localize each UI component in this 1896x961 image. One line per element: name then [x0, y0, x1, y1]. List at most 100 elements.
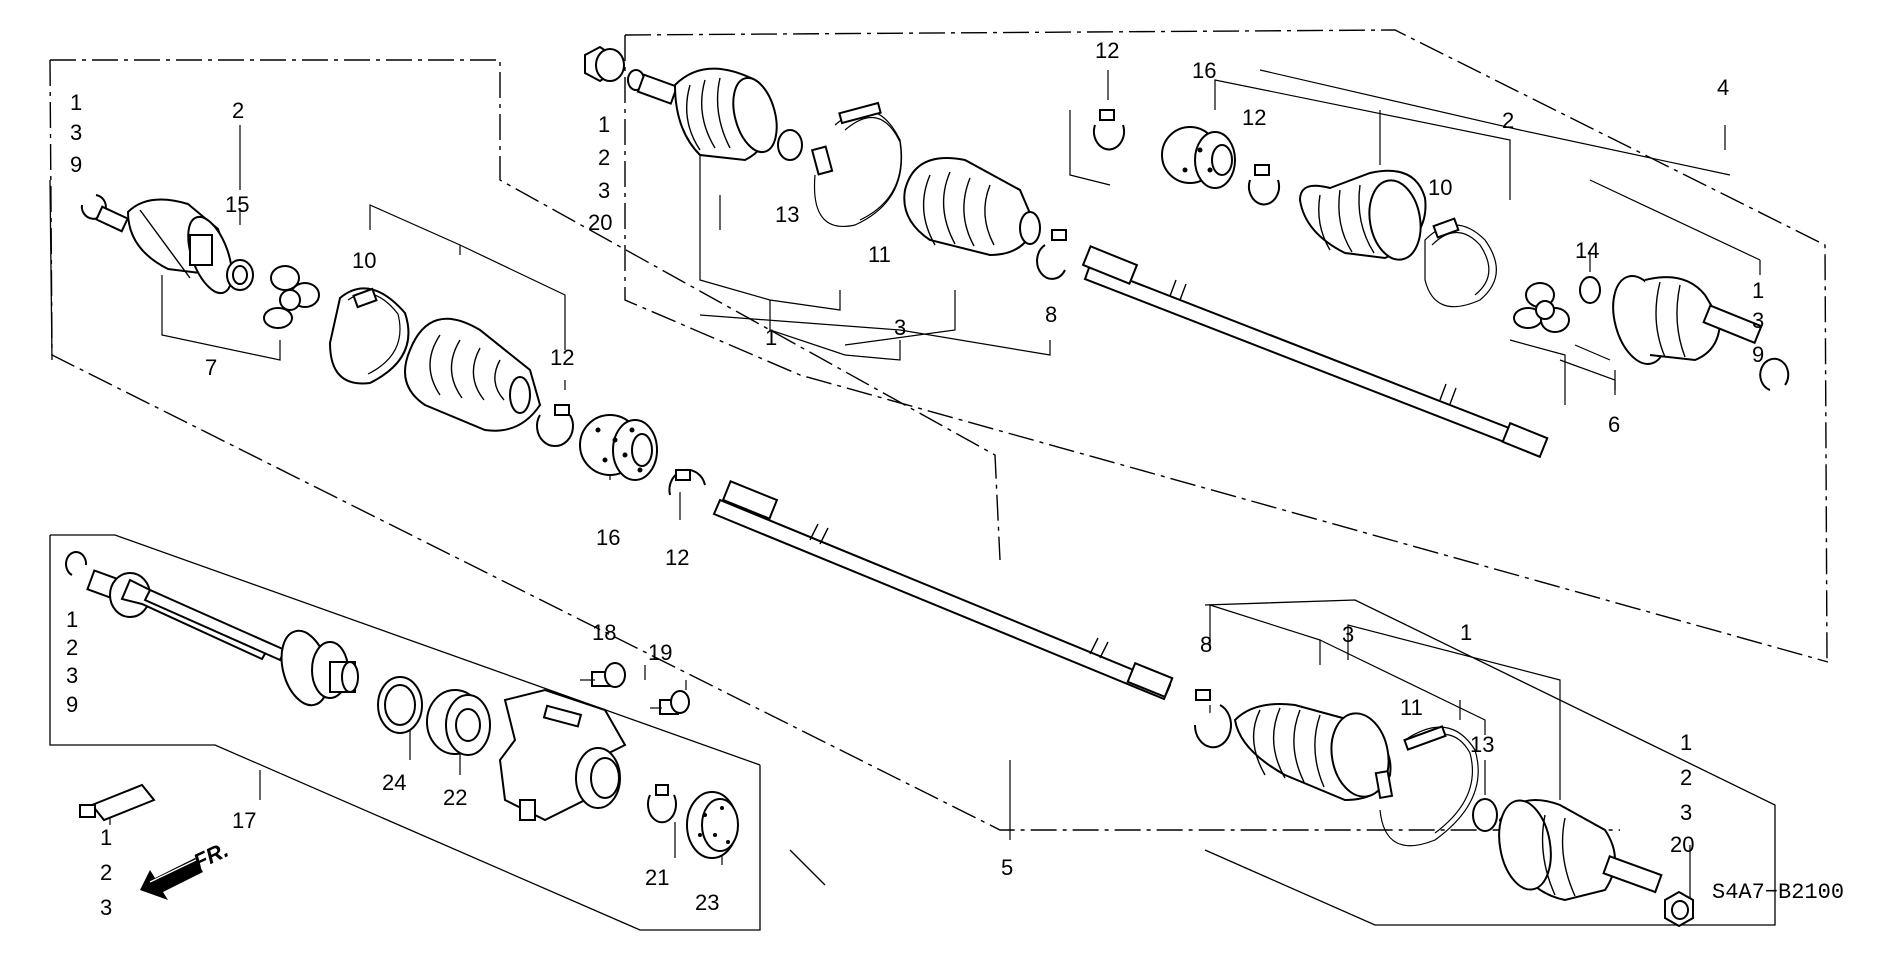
knuckle-icon [498, 688, 627, 822]
callout-label: 1 [598, 112, 610, 137]
callout-label: 16 [596, 525, 620, 550]
clamp-12-icon [536, 404, 574, 448]
callout-label: 8 [1200, 632, 1212, 657]
callout-label: 16 [1192, 58, 1216, 83]
clamp-12-upper-b-icon [1248, 164, 1280, 206]
circlip-9-right-icon [1759, 357, 1790, 391]
snap-ring-13-icon [777, 129, 803, 161]
damper-16-upper-icon [1161, 126, 1236, 189]
spindle-nut-icon [584, 45, 625, 83]
callout-label: 6 [1608, 412, 1620, 437]
clamp-21-icon [647, 784, 677, 824]
callout-label: 12 [1242, 105, 1266, 130]
callout-label: 2 [66, 635, 78, 660]
callout-label: 3 [70, 120, 82, 145]
callout-label: 3 [1342, 622, 1354, 647]
spindle-nut-lower-icon [1664, 890, 1694, 928]
upper-middle-assembly [584, 45, 1067, 280]
callout-label: 12 [550, 345, 574, 370]
boot-band-10-icon [328, 287, 410, 385]
damper-16-icon [579, 414, 658, 481]
callout-label: 4 [1717, 75, 1729, 100]
callout-label: 2 [598, 145, 610, 170]
callout-label: 11 [1400, 695, 1423, 720]
bolt-19-icon [650, 690, 690, 715]
snap-ring-14-icon [1579, 276, 1601, 304]
outer-cv-joint-lower-icon [1498, 799, 1663, 902]
callout-label: 1 [66, 607, 78, 632]
callout-label: 19 [648, 640, 672, 665]
grease-tube-icon [79, 783, 156, 822]
callout-label: 13 [775, 202, 799, 227]
seal-23-icon [686, 791, 739, 859]
spider-upper-icon [1513, 282, 1570, 333]
shafts [712, 245, 1549, 701]
inner-joint-icon [1612, 275, 1763, 365]
outer-joint-icon [95, 198, 233, 295]
callout-label: 7 [205, 355, 217, 380]
callout-label: 3 [100, 895, 112, 920]
callout-label: 12 [1095, 38, 1119, 63]
callout-label: 13 [1470, 732, 1494, 757]
leader-lines [109, 69, 1761, 900]
diagram-code: S4A7−B2100 [1712, 880, 1844, 905]
rear-halfshaft-icon [86, 569, 359, 707]
callout-label: 18 [592, 620, 616, 645]
callout-label: 17 [232, 808, 256, 833]
callout-label: 2 [232, 98, 244, 123]
callout-label: 1 [1680, 730, 1692, 755]
intermediate-shaft-icon [712, 480, 1174, 701]
callout-label: 1 [765, 325, 777, 350]
callout-label: 21 [645, 865, 669, 890]
callout-label: 9 [70, 152, 82, 177]
clamp-8-lower-icon [1193, 689, 1232, 749]
callout-label: 8 [1045, 302, 1057, 327]
callout-label: 20 [1670, 832, 1694, 857]
callout-label: 1 [70, 90, 82, 115]
callout-label: 20 [588, 210, 612, 235]
callout-label: 3 [66, 663, 78, 688]
callout-label: 2 [100, 860, 112, 885]
callout-label: 9 [1752, 342, 1764, 367]
callout-label: 3 [1680, 800, 1692, 825]
boot-band-11-icon [810, 101, 903, 227]
cv-boot-icon [404, 317, 542, 432]
clamp-12b-icon [668, 468, 706, 496]
callout-label: 22 [443, 785, 467, 810]
callout-label: 24 [382, 770, 406, 795]
callout-label: 11 [868, 242, 891, 267]
callout-label: 10 [352, 248, 376, 273]
upper-shaft-icon [1081, 245, 1549, 459]
front-direction-arrow-icon [140, 857, 203, 900]
callout-label: 3 [598, 178, 610, 203]
inner-boot-icon [1298, 169, 1427, 261]
clamp-8-icon [1036, 229, 1067, 280]
callout-label: 23 [695, 890, 719, 915]
callout-label: 3 [1752, 308, 1764, 333]
group-frame-lines [49, 29, 1829, 931]
outer-cv-joint-icon [636, 67, 778, 162]
upper-right-assembly [1093, 109, 1790, 391]
callout-label: 2 [1680, 765, 1692, 790]
callout-label: 12 [665, 545, 689, 570]
callout-label: 2 [1502, 108, 1514, 133]
spider-icon [263, 265, 320, 329]
callout-label: 1 [100, 825, 112, 850]
bearing-22-icon [426, 689, 491, 756]
lower-right-assembly [1193, 689, 1694, 928]
snap-ring-24-icon [377, 676, 423, 734]
snap-ring-13-lower-icon [1472, 798, 1498, 832]
callout-label: 14 [1575, 238, 1599, 263]
callout-labels: 1 3 9 2 15 10 7 12 16 12 1 2 3 20 13 11 … [66, 38, 1844, 920]
boot-band-10-upper-icon [1424, 217, 1497, 308]
callout-label: 15 [225, 192, 249, 217]
callout-label: 3 [894, 315, 906, 340]
upper-left-assembly [80, 194, 706, 496]
boot-band-11-lower-icon [1374, 725, 1479, 847]
outer-boot-lower-icon [1233, 703, 1392, 802]
callout-label: 9 [66, 692, 78, 717]
lower-left-assembly [65, 551, 739, 900]
callout-label: 1 [1460, 620, 1472, 645]
callout-label: 10 [1428, 175, 1452, 200]
